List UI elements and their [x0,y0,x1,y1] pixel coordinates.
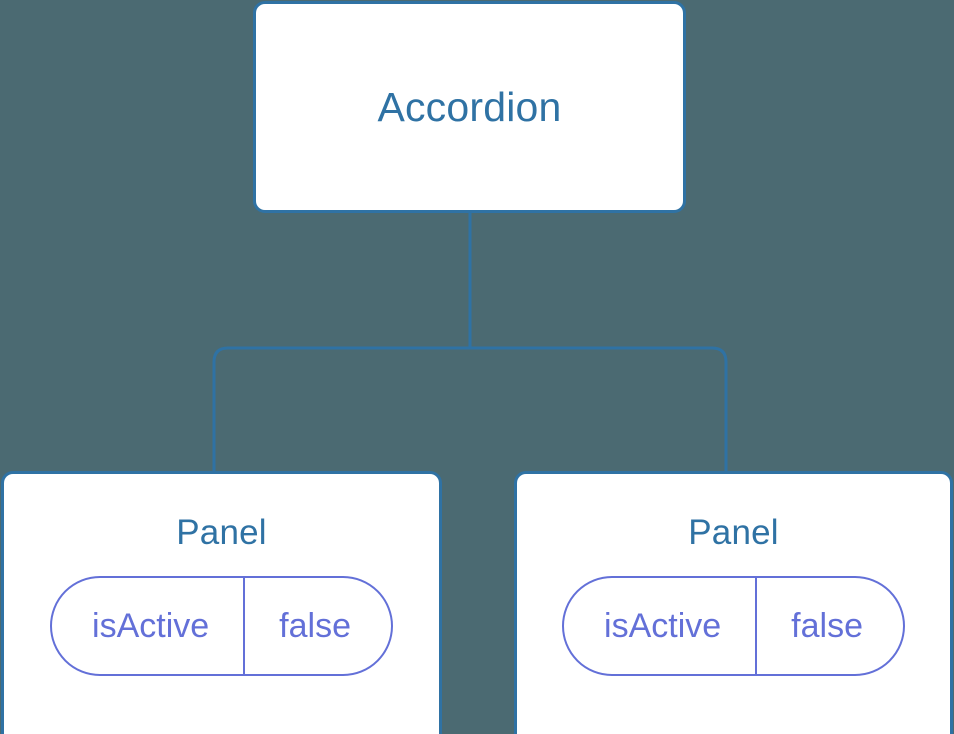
node-panel-right-label: Panel [688,513,779,552]
state-pill-left-value: false [243,578,391,674]
node-panel-left-label: Panel [176,513,267,552]
connector-branch-left [212,346,470,471]
state-pill-left-key: isActive [92,607,210,645]
node-accordion-label: Accordion [377,83,562,130]
state-pill-panel-left[interactable]: isActive false [50,576,393,676]
connector-branch-right [470,346,728,471]
node-panel-right[interactable]: Panel isActive false [514,471,953,734]
state-pill-panel-right[interactable]: isActive false [562,576,905,676]
state-pill-right-key: isActive [604,607,722,645]
node-panel-left[interactable]: Panel isActive false [1,471,442,734]
state-pill-right-value: false [755,578,903,674]
node-accordion[interactable]: Accordion [253,1,686,213]
